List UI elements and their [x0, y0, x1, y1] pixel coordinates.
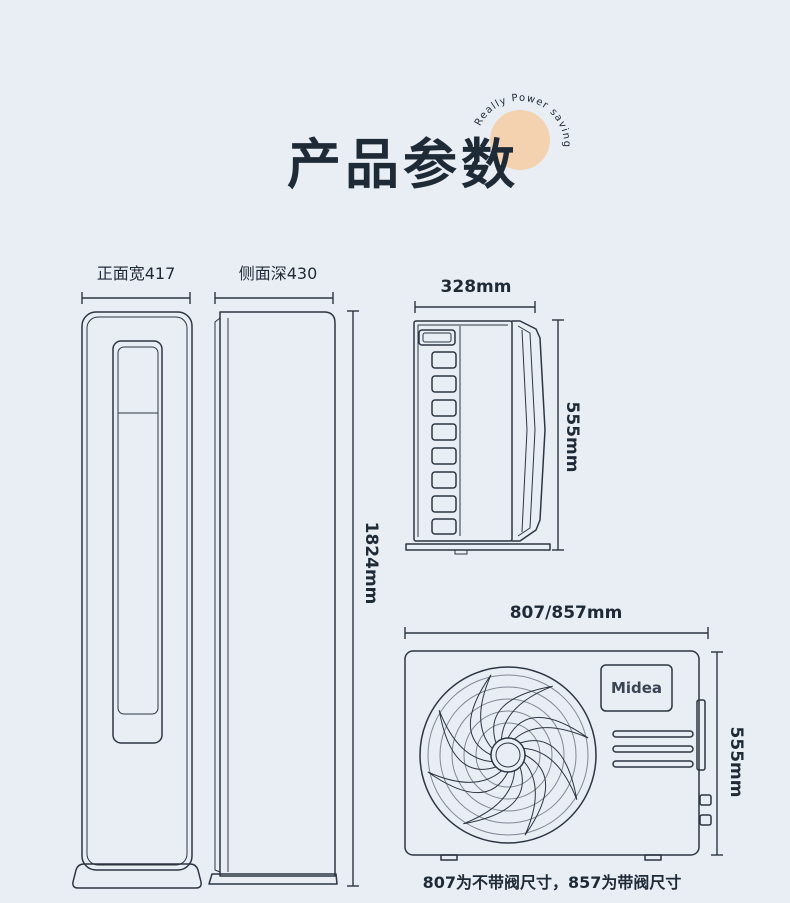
fan-hub	[490, 737, 526, 773]
outdoor-side-base	[405, 543, 551, 551]
grille-ring	[427, 674, 589, 836]
outdoor-side-fin-cover	[511, 320, 546, 542]
grille-ring	[451, 698, 565, 812]
outdoor-side-vent-slot	[431, 495, 457, 513]
outdoor-side-fin-line	[521, 329, 528, 533]
outdoor-foot	[440, 854, 458, 861]
outdoor-side-vent-slot	[431, 471, 457, 489]
valve-icon	[699, 794, 712, 806]
outdoor-side-vent-slot	[431, 351, 457, 369]
outdoor-side-panel-strip	[696, 699, 706, 771]
outdoor-front-view: 807/857mm Midea	[404, 603, 746, 861]
outdoor-height-dimension	[711, 651, 723, 856]
outdoor-side-height-dimension	[552, 319, 564, 551]
footnote: 807为不带阀尺寸，857为带阀尺寸	[423, 873, 682, 892]
outdoor-side-view: 328mm 555mm	[405, 277, 582, 555]
outdoor-side-vent-slot	[431, 399, 457, 417]
grille-ring	[439, 686, 577, 824]
fan-blade	[519, 740, 578, 800]
grille-ring	[463, 710, 553, 800]
outdoor-height-label: 555mm	[726, 727, 746, 798]
fan-blades	[427, 674, 589, 836]
brand-logo-text: Midea	[611, 679, 662, 697]
outdoor-side-body	[413, 320, 513, 542]
outdoor-side-height-label: 555mm	[562, 402, 582, 473]
outdoor-side-vent-slot	[431, 518, 457, 535]
grille-ring	[475, 722, 541, 788]
fan-blade	[507, 717, 589, 740]
outdoor-side-depth-dimension	[414, 301, 536, 313]
indoor-height-dimension	[347, 310, 359, 887]
fan-blade	[438, 710, 497, 770]
outdoor-width-dimension	[404, 627, 709, 639]
outdoor-side-handle-inner	[422, 332, 452, 343]
outdoor-side-vent-slot	[431, 447, 457, 465]
indoor-front-width-label: 正面宽417	[97, 264, 176, 283]
outdoor-side-fin-line	[517, 325, 536, 537]
indoor-side-depth-label: 侧面深430	[239, 264, 318, 283]
fan-blade	[523, 754, 546, 836]
outdoor-side-base-tab	[454, 549, 468, 555]
indoor-front-inner-edge	[86, 316, 188, 866]
fan-blade	[463, 766, 523, 825]
indoor-front-view: 正面宽417	[72, 264, 202, 889]
indoor-front-base	[72, 863, 202, 889]
indoor-side-view: 侧面深430 1824mm	[208, 264, 381, 887]
outdoor-side-vent-slot	[431, 423, 457, 441]
outdoor-vent-slot	[612, 760, 694, 768]
indoor-side-front-edge	[214, 317, 221, 873]
fan-blade	[427, 770, 509, 793]
fan-blade	[470, 674, 493, 756]
indoor-front-panel	[112, 340, 163, 744]
outdoor-front-body	[404, 650, 700, 856]
outdoor-vent-slot	[612, 745, 694, 753]
indoor-side-depth-dimension	[214, 292, 334, 304]
accent-circle	[490, 110, 550, 170]
fan-hub-inner	[495, 742, 521, 768]
indoor-front-panel-inner	[117, 346, 159, 715]
indoor-front-body	[81, 311, 193, 871]
fan-shroud	[419, 666, 597, 844]
outdoor-side-handle	[418, 329, 456, 346]
outdoor-side-vent-slot	[431, 375, 457, 393]
brand-logo-plate	[600, 664, 673, 712]
indoor-side-body	[219, 311, 336, 877]
indoor-side-base	[208, 873, 338, 885]
header: Really Power saving 产品参数	[287, 93, 571, 196]
page-title: 产品参数	[287, 133, 519, 196]
fan-blade	[493, 685, 553, 744]
outdoor-side-depth-label: 328mm	[441, 277, 512, 297]
outdoor-vent-slot	[612, 730, 694, 738]
outdoor-side-inner-edge	[417, 324, 508, 537]
indoor-height-label: 1824mm	[361, 522, 381, 605]
indoor-front-width-dimension	[81, 292, 191, 304]
outdoor-width-label: 807/857mm	[510, 603, 623, 623]
fan-grille	[419, 666, 597, 844]
outdoor-foot	[644, 854, 662, 861]
brand-logo: Midea	[600, 664, 673, 712]
valve-icon	[699, 814, 712, 826]
